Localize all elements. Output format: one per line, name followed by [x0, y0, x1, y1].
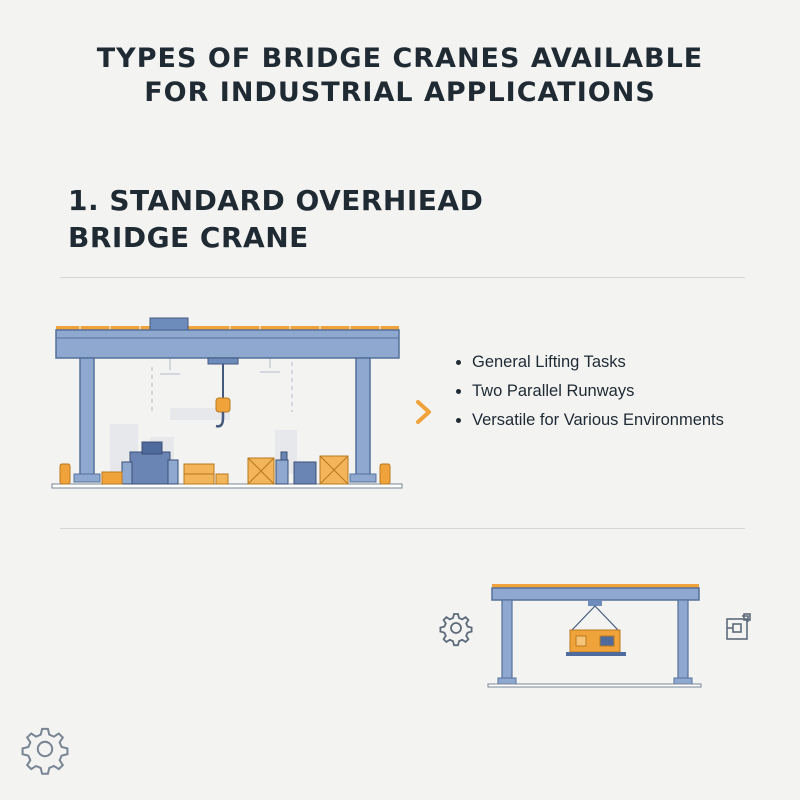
machine: [121, 441, 179, 485]
page-title-line-2: FOR INDUSTRIAL APPLICATIONS: [144, 77, 656, 108]
overhead-crane-illustration: [51, 317, 403, 489]
crate-x-1: [247, 457, 275, 485]
rail-edge: [56, 326, 399, 330]
feature-item: Versatile for Various Environments: [454, 406, 724, 435]
page-title: TYPES OF BRIDGE CRANES AVAILABLE FOR IND…: [0, 42, 800, 110]
section-heading-line-2: BRIDGE CRANE: [68, 221, 309, 254]
barrel-right: [379, 463, 391, 485]
page-title-line-1: TYPES OF BRIDGE CRANES AVAILABLE: [96, 43, 704, 74]
floor: [51, 483, 403, 489]
box-icon[interactable]: [724, 612, 754, 642]
hook: [215, 412, 225, 428]
gear-icon[interactable]: [439, 612, 473, 647]
trolley: [149, 317, 189, 331]
small-container: [569, 629, 621, 653]
feature-item: General Lifting Tasks: [454, 348, 724, 377]
feature-item: Two Parallel Runways: [454, 377, 724, 406]
box-blue: [293, 461, 317, 485]
small-bridge-girder: [491, 587, 700, 601]
gear-icon-large[interactable]: [21, 726, 69, 775]
right-column: [355, 357, 371, 479]
divider-bottom: [60, 528, 745, 529]
section-heading: 1. STANDARD OVERHIEAD BRIDGE CRANE: [68, 182, 483, 256]
crate-stack: [183, 463, 229, 485]
bridge-girder: [55, 329, 400, 359]
chevron-right-icon[interactable]: [413, 399, 435, 425]
left-column: [79, 357, 95, 479]
crate-small: [101, 471, 123, 485]
feature-list: General Lifting Tasks Two Parallel Runwa…: [454, 348, 724, 435]
barrel: [275, 451, 289, 485]
barrel-left: [59, 463, 71, 485]
background-lamps: [151, 354, 293, 412]
crate-x-2: [319, 455, 349, 485]
section-heading-line-1: 1. STANDARD OVERHIEAD: [68, 184, 484, 217]
small-crane-illustration: [487, 584, 702, 688]
hook-block: [215, 397, 231, 413]
divider-top: [60, 277, 745, 278]
